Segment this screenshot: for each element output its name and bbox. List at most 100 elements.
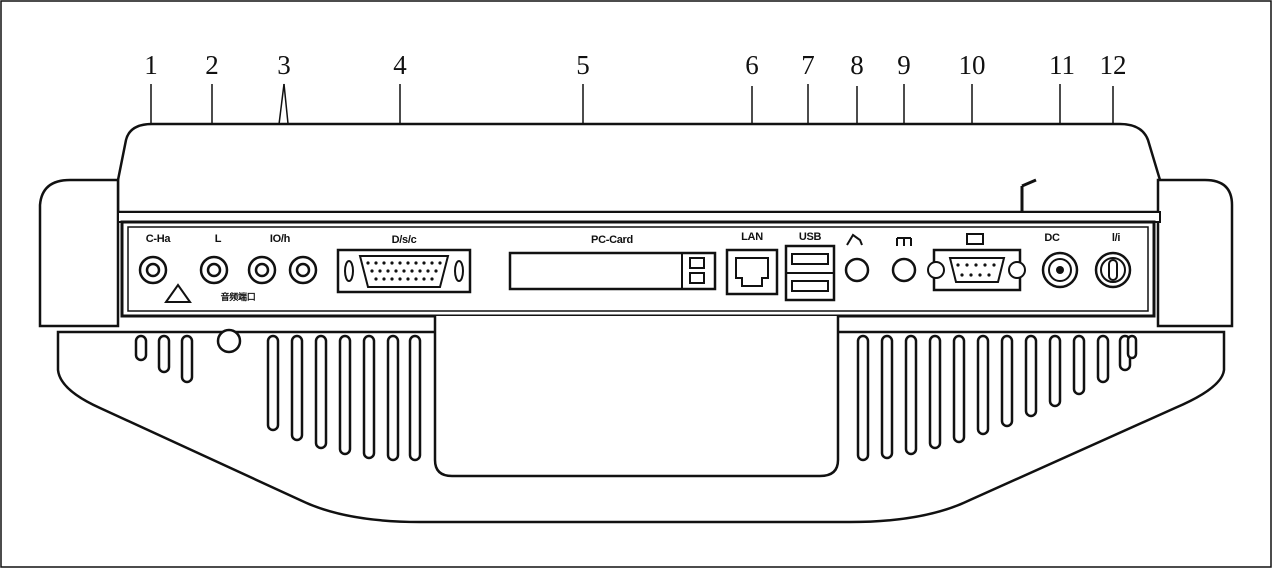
pc-card-slot-frame bbox=[508, 251, 717, 291]
connector-pin bbox=[366, 261, 370, 265]
left-vents bbox=[134, 328, 422, 462]
warning-triangle-icon bbox=[164, 283, 192, 303]
port-label-4: D/s/c bbox=[391, 234, 417, 246]
vent-slot bbox=[314, 334, 328, 450]
vent-slot bbox=[266, 334, 280, 432]
lan-port bbox=[725, 248, 779, 296]
audio-jack-3b-core bbox=[295, 262, 311, 278]
vent-slot bbox=[856, 334, 870, 462]
serial-screw-left bbox=[927, 261, 945, 279]
device-lid bbox=[116, 122, 1162, 214]
vent-slot bbox=[976, 334, 990, 436]
connector-panel-inner bbox=[127, 226, 1149, 312]
right-side-panel bbox=[1156, 178, 1234, 328]
pen-icon bbox=[846, 233, 863, 246]
vga-screw-right bbox=[454, 260, 464, 282]
callout-7: 7 bbox=[801, 50, 815, 80]
serial-port-face bbox=[948, 257, 1006, 283]
connector-pin bbox=[374, 277, 378, 281]
callout-12: 12 bbox=[1099, 50, 1127, 80]
callout-6: 6 bbox=[745, 50, 759, 80]
connector-pin bbox=[390, 277, 394, 281]
left-side-panel bbox=[38, 178, 120, 328]
connector-pin bbox=[386, 269, 390, 273]
connector-pin bbox=[398, 277, 402, 281]
connector-pin bbox=[965, 263, 969, 267]
connector-pin bbox=[983, 263, 987, 267]
connector-pin bbox=[974, 263, 978, 267]
port-label-6: LAN bbox=[741, 231, 763, 243]
callout-5: 5 bbox=[576, 50, 590, 80]
vent-slot bbox=[1126, 334, 1138, 360]
serial-port-icon bbox=[966, 233, 984, 245]
vent-slot bbox=[157, 334, 171, 374]
callout-3: 3 bbox=[277, 50, 291, 80]
port-label-12: l/i bbox=[1111, 232, 1121, 244]
connector-pin bbox=[992, 263, 996, 267]
vga-screw-left bbox=[344, 260, 354, 282]
connector-pin bbox=[430, 261, 434, 265]
connector-pin bbox=[438, 261, 442, 265]
usb-port-bottom bbox=[791, 280, 829, 292]
connector-pin bbox=[414, 261, 418, 265]
usb-ports bbox=[784, 244, 836, 302]
connector-pin bbox=[406, 277, 410, 281]
connector-pin bbox=[382, 261, 386, 265]
callout-1: 1 bbox=[144, 50, 158, 80]
screw-hole bbox=[216, 328, 242, 354]
pc-card-eject-button-top bbox=[689, 257, 705, 269]
connector-pin bbox=[960, 273, 964, 277]
connector-pin bbox=[969, 273, 973, 277]
pc-card-eject-button-bottom bbox=[689, 272, 705, 284]
jack-9 bbox=[891, 257, 917, 283]
vga-pins bbox=[366, 261, 442, 281]
jack-8 bbox=[844, 257, 870, 283]
serial-port bbox=[927, 233, 1026, 292]
connector-pin bbox=[402, 269, 406, 273]
audio-jack-3a-core bbox=[254, 262, 270, 278]
vent-slot bbox=[134, 334, 148, 362]
port-label-3-sub: 音频端口 bbox=[220, 292, 256, 302]
connector-pin bbox=[956, 263, 960, 267]
connector-pin bbox=[378, 269, 382, 273]
latch-mark-top bbox=[1021, 178, 1037, 188]
port-label-11: DC bbox=[1044, 232, 1060, 244]
vent-slot bbox=[880, 334, 894, 460]
power-switch-lever bbox=[1108, 259, 1118, 281]
vent-slot bbox=[1072, 334, 1086, 396]
port-label-5: PC-Card bbox=[591, 234, 633, 246]
callout-11: 11 bbox=[1049, 50, 1075, 80]
callout-10: 10 bbox=[958, 50, 986, 80]
dc-jack-pin bbox=[1056, 266, 1064, 274]
vent-slot bbox=[338, 334, 352, 456]
serial-screw-right bbox=[1008, 261, 1026, 279]
connector-pin bbox=[978, 273, 982, 277]
connector-pin bbox=[430, 277, 434, 281]
connector-pin bbox=[422, 277, 426, 281]
audio-jacks bbox=[138, 255, 318, 285]
pc-card-slot bbox=[508, 251, 717, 291]
vent-slot bbox=[1000, 334, 1014, 428]
vga-connector bbox=[336, 248, 472, 294]
support-stand bbox=[433, 316, 840, 478]
connector-pin bbox=[434, 269, 438, 273]
port-label-3: IO/h bbox=[269, 233, 291, 245]
right-vents bbox=[856, 334, 1138, 462]
port-label-2: L bbox=[214, 233, 222, 245]
connector-pin bbox=[987, 273, 991, 277]
callout-8: 8 bbox=[850, 50, 864, 80]
connector-pin bbox=[390, 261, 394, 265]
callout-9: 9 bbox=[897, 50, 911, 80]
serial-pins bbox=[956, 263, 996, 277]
vent-slot bbox=[386, 334, 400, 462]
connector-pin bbox=[410, 269, 414, 273]
connector-pin bbox=[414, 277, 418, 281]
audio-jack-1-core bbox=[145, 262, 161, 278]
usb-port-top bbox=[791, 253, 829, 265]
connector-pin bbox=[394, 269, 398, 273]
vent-slot bbox=[1096, 334, 1110, 384]
connector-pin bbox=[426, 269, 430, 273]
vent-slot bbox=[290, 334, 304, 442]
